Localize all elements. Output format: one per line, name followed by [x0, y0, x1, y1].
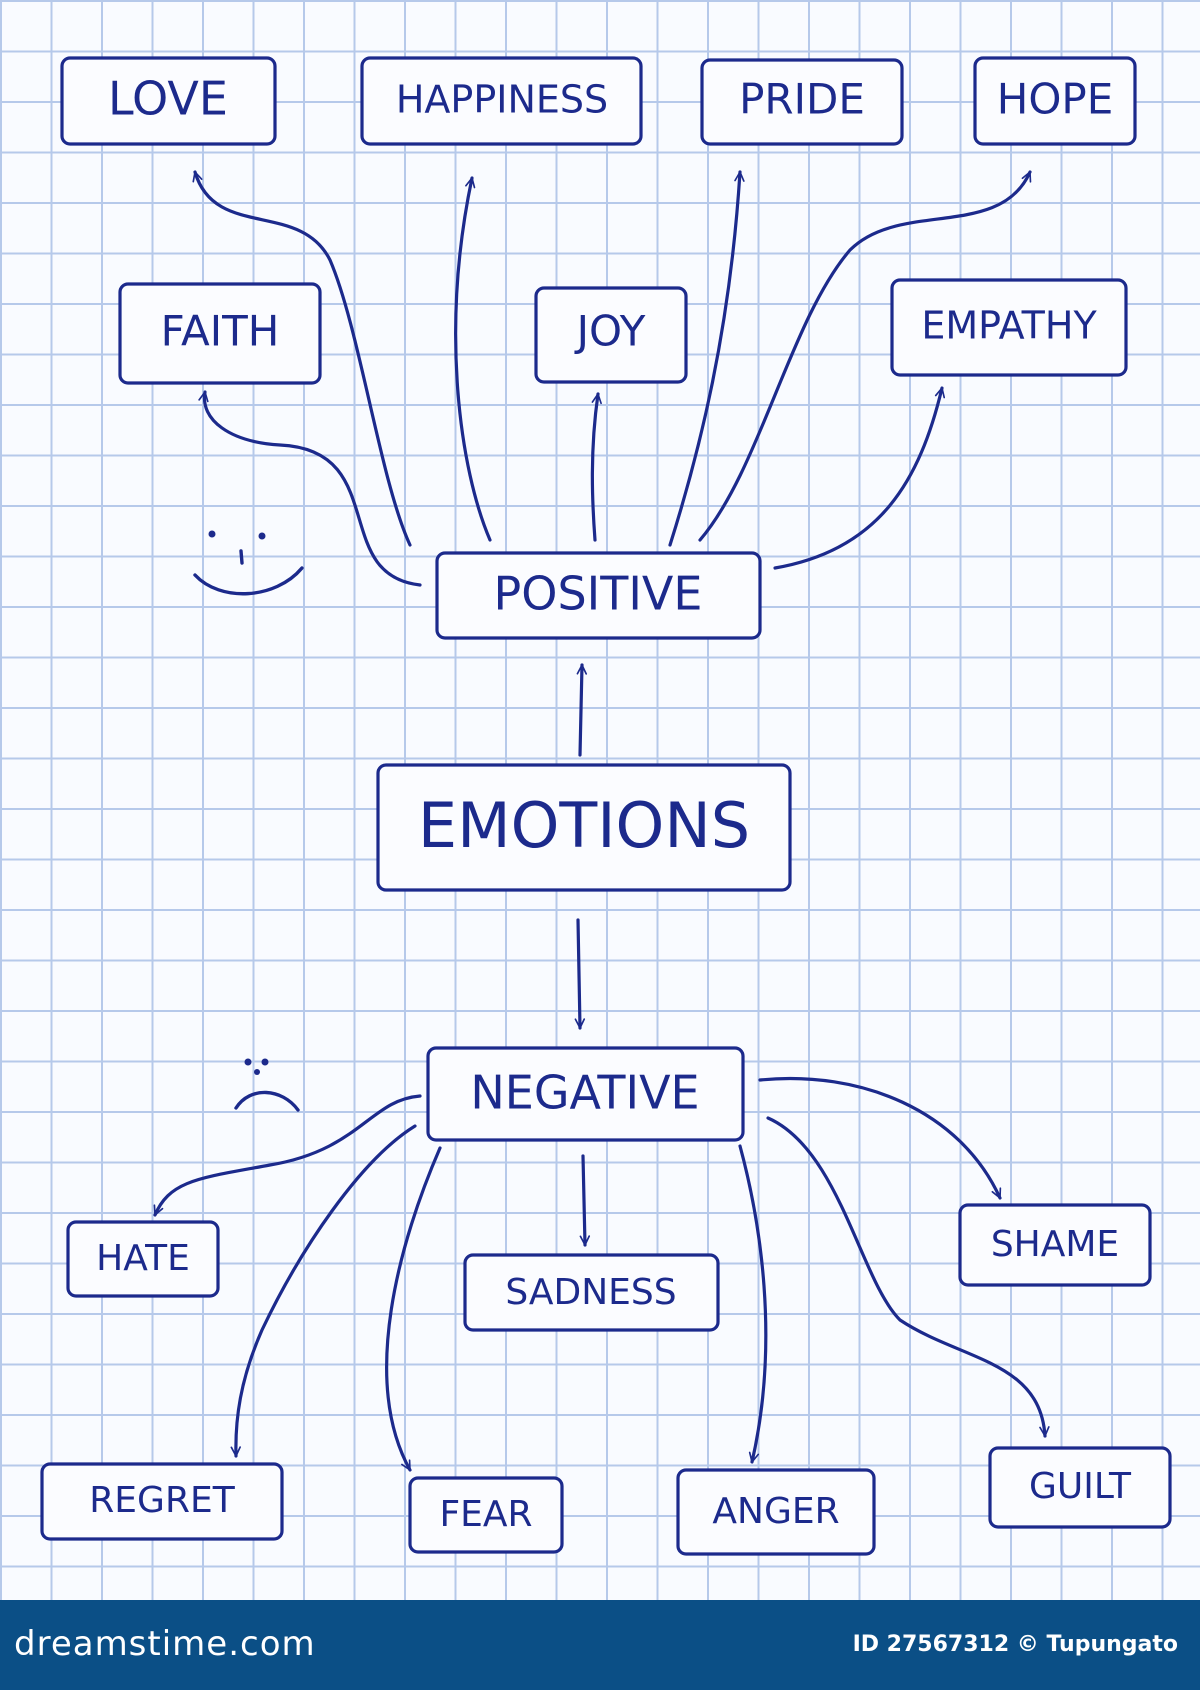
arrow-positive-to-faith — [198, 390, 422, 587]
node-anger-label: ANGER — [712, 1491, 839, 1532]
node-negative: NEGATIVE — [426, 1046, 745, 1142]
arrow-emotions-to-positive — [576, 663, 588, 757]
node-joy-label: JOY — [574, 307, 646, 356]
node-hate-label: HATE — [96, 1238, 190, 1279]
node-faith-label: FAITH — [161, 307, 280, 356]
arrow-negative-to-shame — [758, 1076, 1002, 1200]
arrow-positive-to-happiness — [454, 176, 492, 542]
arrow-negative-to-anger — [738, 1144, 768, 1464]
node-anger: ANGER — [676, 1468, 876, 1556]
node-hope-label: HOPE — [997, 75, 1114, 124]
node-happiness-label: HAPPINESS — [396, 78, 608, 122]
dreamstime-logo: dreamstime.com — [14, 1624, 316, 1664]
node-hope: HOPE — [973, 56, 1137, 146]
arrow-positive-to-hope — [698, 170, 1032, 542]
node-emotions-label: EMOTIONS — [418, 789, 750, 862]
node-empathy: EMPATHY — [890, 278, 1128, 377]
arrow-positive-to-pride — [668, 170, 745, 547]
connector-lines — [153, 170, 1050, 1472]
node-shame-label: SHAME — [991, 1224, 1119, 1265]
node-empathy-label: EMPATHY — [921, 304, 1097, 348]
arrow-negative-to-hate — [153, 1094, 422, 1217]
smiley-face-icon — [193, 530, 304, 596]
node-negative-label: NEGATIVE — [470, 1066, 699, 1120]
node-emotions: EMOTIONS — [376, 763, 792, 892]
node-regret: REGRET — [40, 1462, 284, 1541]
node-fear: FEAR — [408, 1476, 564, 1554]
node-guilt-label: GUILT — [1029, 1466, 1132, 1507]
node-sadness-label: SADNESS — [505, 1272, 676, 1313]
arrow-negative-to-fear — [385, 1146, 442, 1472]
node-layer: EMOTIONS POSITIVE NEGATIVE LOVE HAPPINES… — [40, 56, 1172, 1556]
node-pride: PRIDE — [700, 58, 904, 146]
node-love: LOVE — [60, 56, 277, 146]
arrow-positive-to-joy — [590, 392, 602, 542]
node-love-label: LOVE — [108, 72, 228, 126]
arrow-positive-to-love — [192, 170, 412, 547]
node-positive: POSITIVE — [435, 551, 762, 640]
node-sadness: SADNESS — [463, 1253, 720, 1332]
node-positive-label: POSITIVE — [494, 567, 703, 621]
node-happiness: HAPPINESS — [360, 56, 643, 146]
node-shame: SHAME — [958, 1203, 1152, 1287]
arrow-emotions-to-negative — [574, 918, 586, 1030]
arrow-negative-to-guilt — [766, 1116, 1050, 1438]
node-joy: JOY — [534, 286, 688, 384]
emotions-mind-map: EMOTIONS POSITIVE NEGATIVE LOVE HAPPINES… — [40, 56, 1172, 1556]
node-hate: HATE — [66, 1220, 220, 1298]
image-credit: ID 27567312 © Tupungato — [852, 1632, 1178, 1657]
arrow-negative-to-sadness — [579, 1154, 591, 1247]
arrow-negative-to-regret — [230, 1124, 417, 1458]
frown-face-icon — [234, 1058, 300, 1112]
watermark-footer: dreamstime.com ID 27567312 © Tupungato — [0, 1600, 1200, 1690]
node-fear-label: FEAR — [439, 1494, 532, 1535]
node-regret-label: REGRET — [89, 1480, 235, 1521]
node-pride-label: PRIDE — [739, 75, 865, 124]
node-guilt: GUILT — [988, 1446, 1172, 1529]
arrow-positive-to-empathy — [773, 386, 946, 570]
node-faith: FAITH — [118, 282, 322, 385]
